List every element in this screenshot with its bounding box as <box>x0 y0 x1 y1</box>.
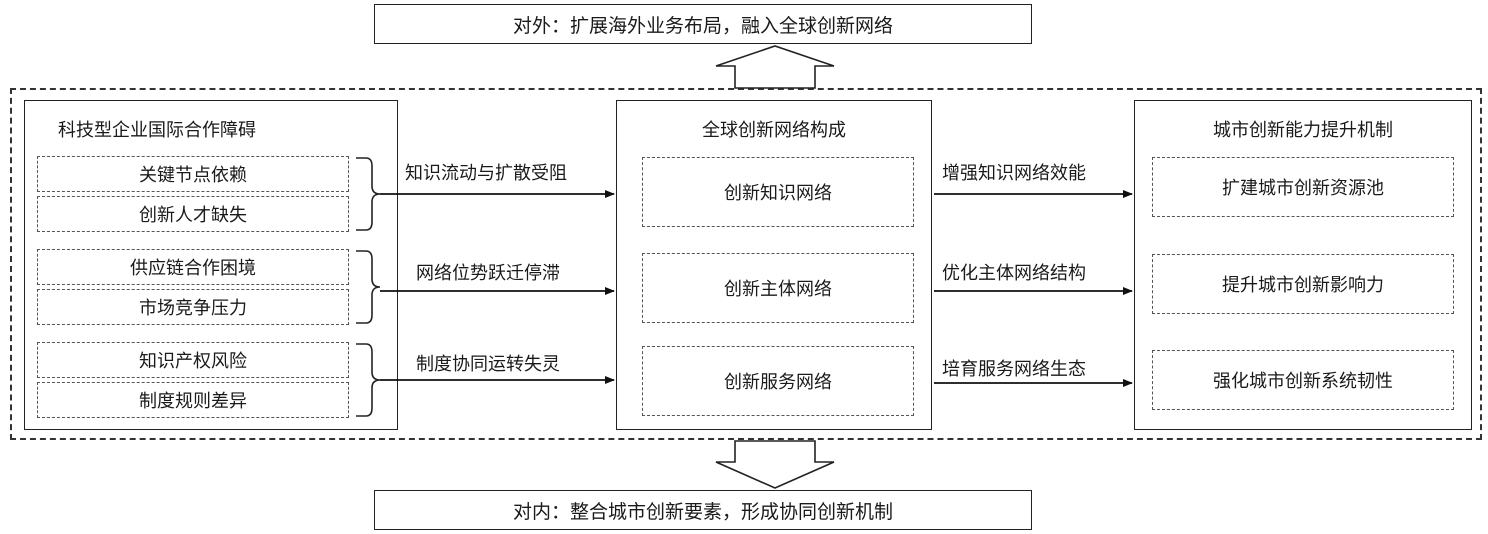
center-item: 创新知识网络 <box>642 157 914 227</box>
right-item: 提升城市创新影响力 <box>1152 254 1454 314</box>
left-arrow-label: 制度协同运转失灵 <box>416 354 560 375</box>
left-item: 知识产权风险 <box>37 342 349 378</box>
right-arrow-label: 增强知识网络效能 <box>942 163 1086 184</box>
left-item: 制度规则差异 <box>37 382 349 418</box>
center-item: 创新服务网络 <box>642 346 914 416</box>
bottom-box: 对内：整合城市创新要素，形成协同创新机制 <box>374 490 1032 530</box>
left-item: 市场竞争压力 <box>37 289 349 325</box>
left-item: 创新人才缺失 <box>37 196 349 232</box>
left-arrow-label: 知识流动与扩散受阻 <box>405 163 567 184</box>
left-item: 供应链合作困境 <box>37 249 349 285</box>
outer-dashed-frame <box>10 88 1482 440</box>
hollow-up-arrow <box>715 45 835 89</box>
center-item: 创新主体网络 <box>642 253 914 323</box>
right-arrow-label: 优化主体网络结构 <box>942 263 1086 284</box>
center-panel-title: 全球创新网络构成 <box>702 120 846 141</box>
left-item: 关键节点依赖 <box>37 156 349 192</box>
right-item: 强化城市创新系统韧性 <box>1152 350 1454 410</box>
right-panel-title: 城市创新能力提升机制 <box>1213 120 1393 141</box>
left-panel-title: 科技型企业国际合作障碍 <box>58 120 256 141</box>
hollow-down-arrow <box>715 440 835 489</box>
right-arrow-label: 培育服务网络生态 <box>942 359 1086 380</box>
top-box: 对外：扩展海外业务布局，融入全球创新网络 <box>374 4 1032 44</box>
right-item: 扩建城市创新资源池 <box>1152 157 1454 217</box>
left-arrow-label: 网络位势跃迁停滞 <box>416 263 560 284</box>
